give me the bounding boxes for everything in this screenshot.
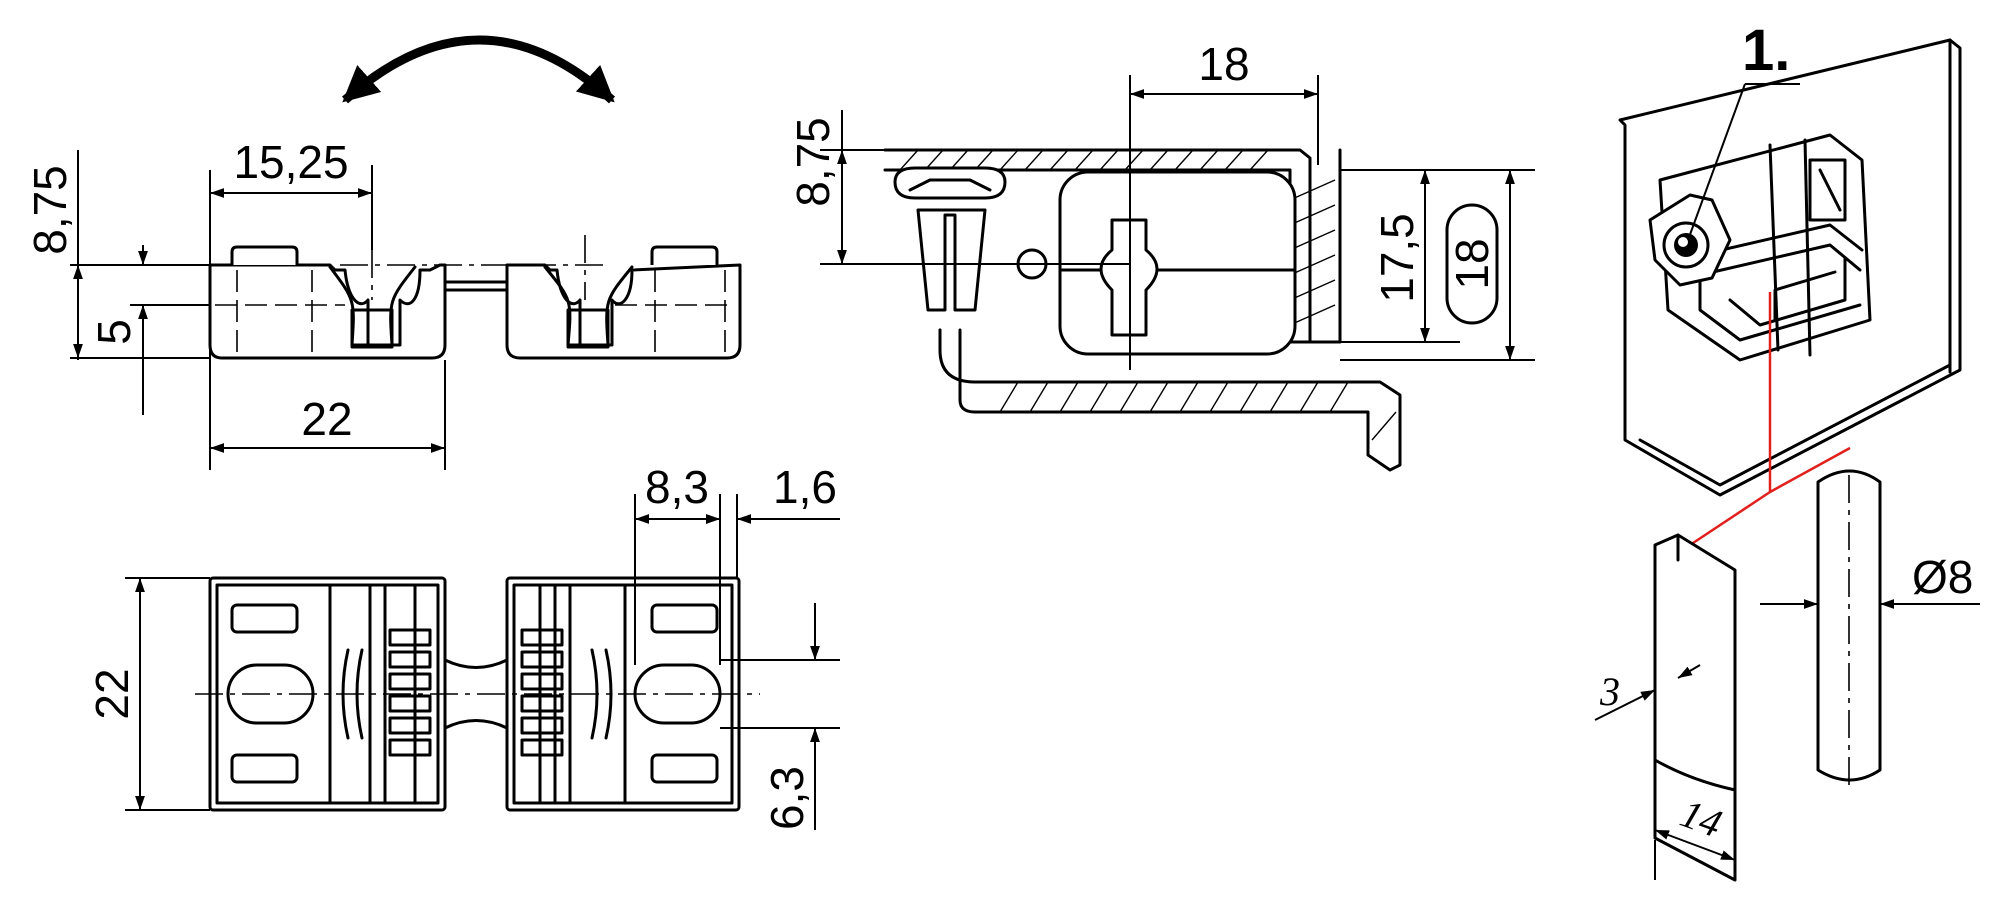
dim-front-inner: 5 xyxy=(88,319,140,345)
clip-right-tab xyxy=(650,245,719,265)
dim-front-height-top: 8,75 xyxy=(24,165,76,255)
dim-side-board: 18 xyxy=(1446,238,1498,289)
dim-side-height-top: 8,75 xyxy=(787,117,839,207)
rotation-arrow-icon xyxy=(342,35,616,104)
side-clip-legs xyxy=(916,208,987,312)
dim-front-offset: 15,25 xyxy=(233,136,348,188)
dim-side-span: 18 xyxy=(1198,38,1249,90)
clip-left-tab xyxy=(230,245,299,265)
board-thickness-badge xyxy=(1445,203,1499,325)
dim-top-slot: 6,3 xyxy=(761,766,813,830)
dim-detail-diameter: Ø8 xyxy=(1912,551,1973,603)
front-view: 8,75 5 15,25 22 xyxy=(24,35,742,470)
side-clip-head xyxy=(893,166,1007,200)
callout-label: 1. xyxy=(1742,18,1790,83)
dim-top-gap: 1,6 xyxy=(773,461,837,513)
side-view: 18 8,75 17,5 18 xyxy=(787,38,1535,472)
dim-top-width: 22 xyxy=(86,668,138,719)
dim-front-width: 22 xyxy=(301,393,352,445)
top-view: 22 8,3 1,6 6,3 xyxy=(86,461,840,830)
detail-view: 1. 3 14 Ø8 xyxy=(1594,18,1980,882)
detail-bracket xyxy=(1658,133,1872,362)
detail-board xyxy=(1653,533,1737,882)
clip-left-body xyxy=(208,263,447,360)
dim-top-pitch: 8,3 xyxy=(645,461,709,513)
dim-side-height: 17,5 xyxy=(1371,213,1423,303)
dim-detail-thickness: 3 xyxy=(1599,669,1620,714)
